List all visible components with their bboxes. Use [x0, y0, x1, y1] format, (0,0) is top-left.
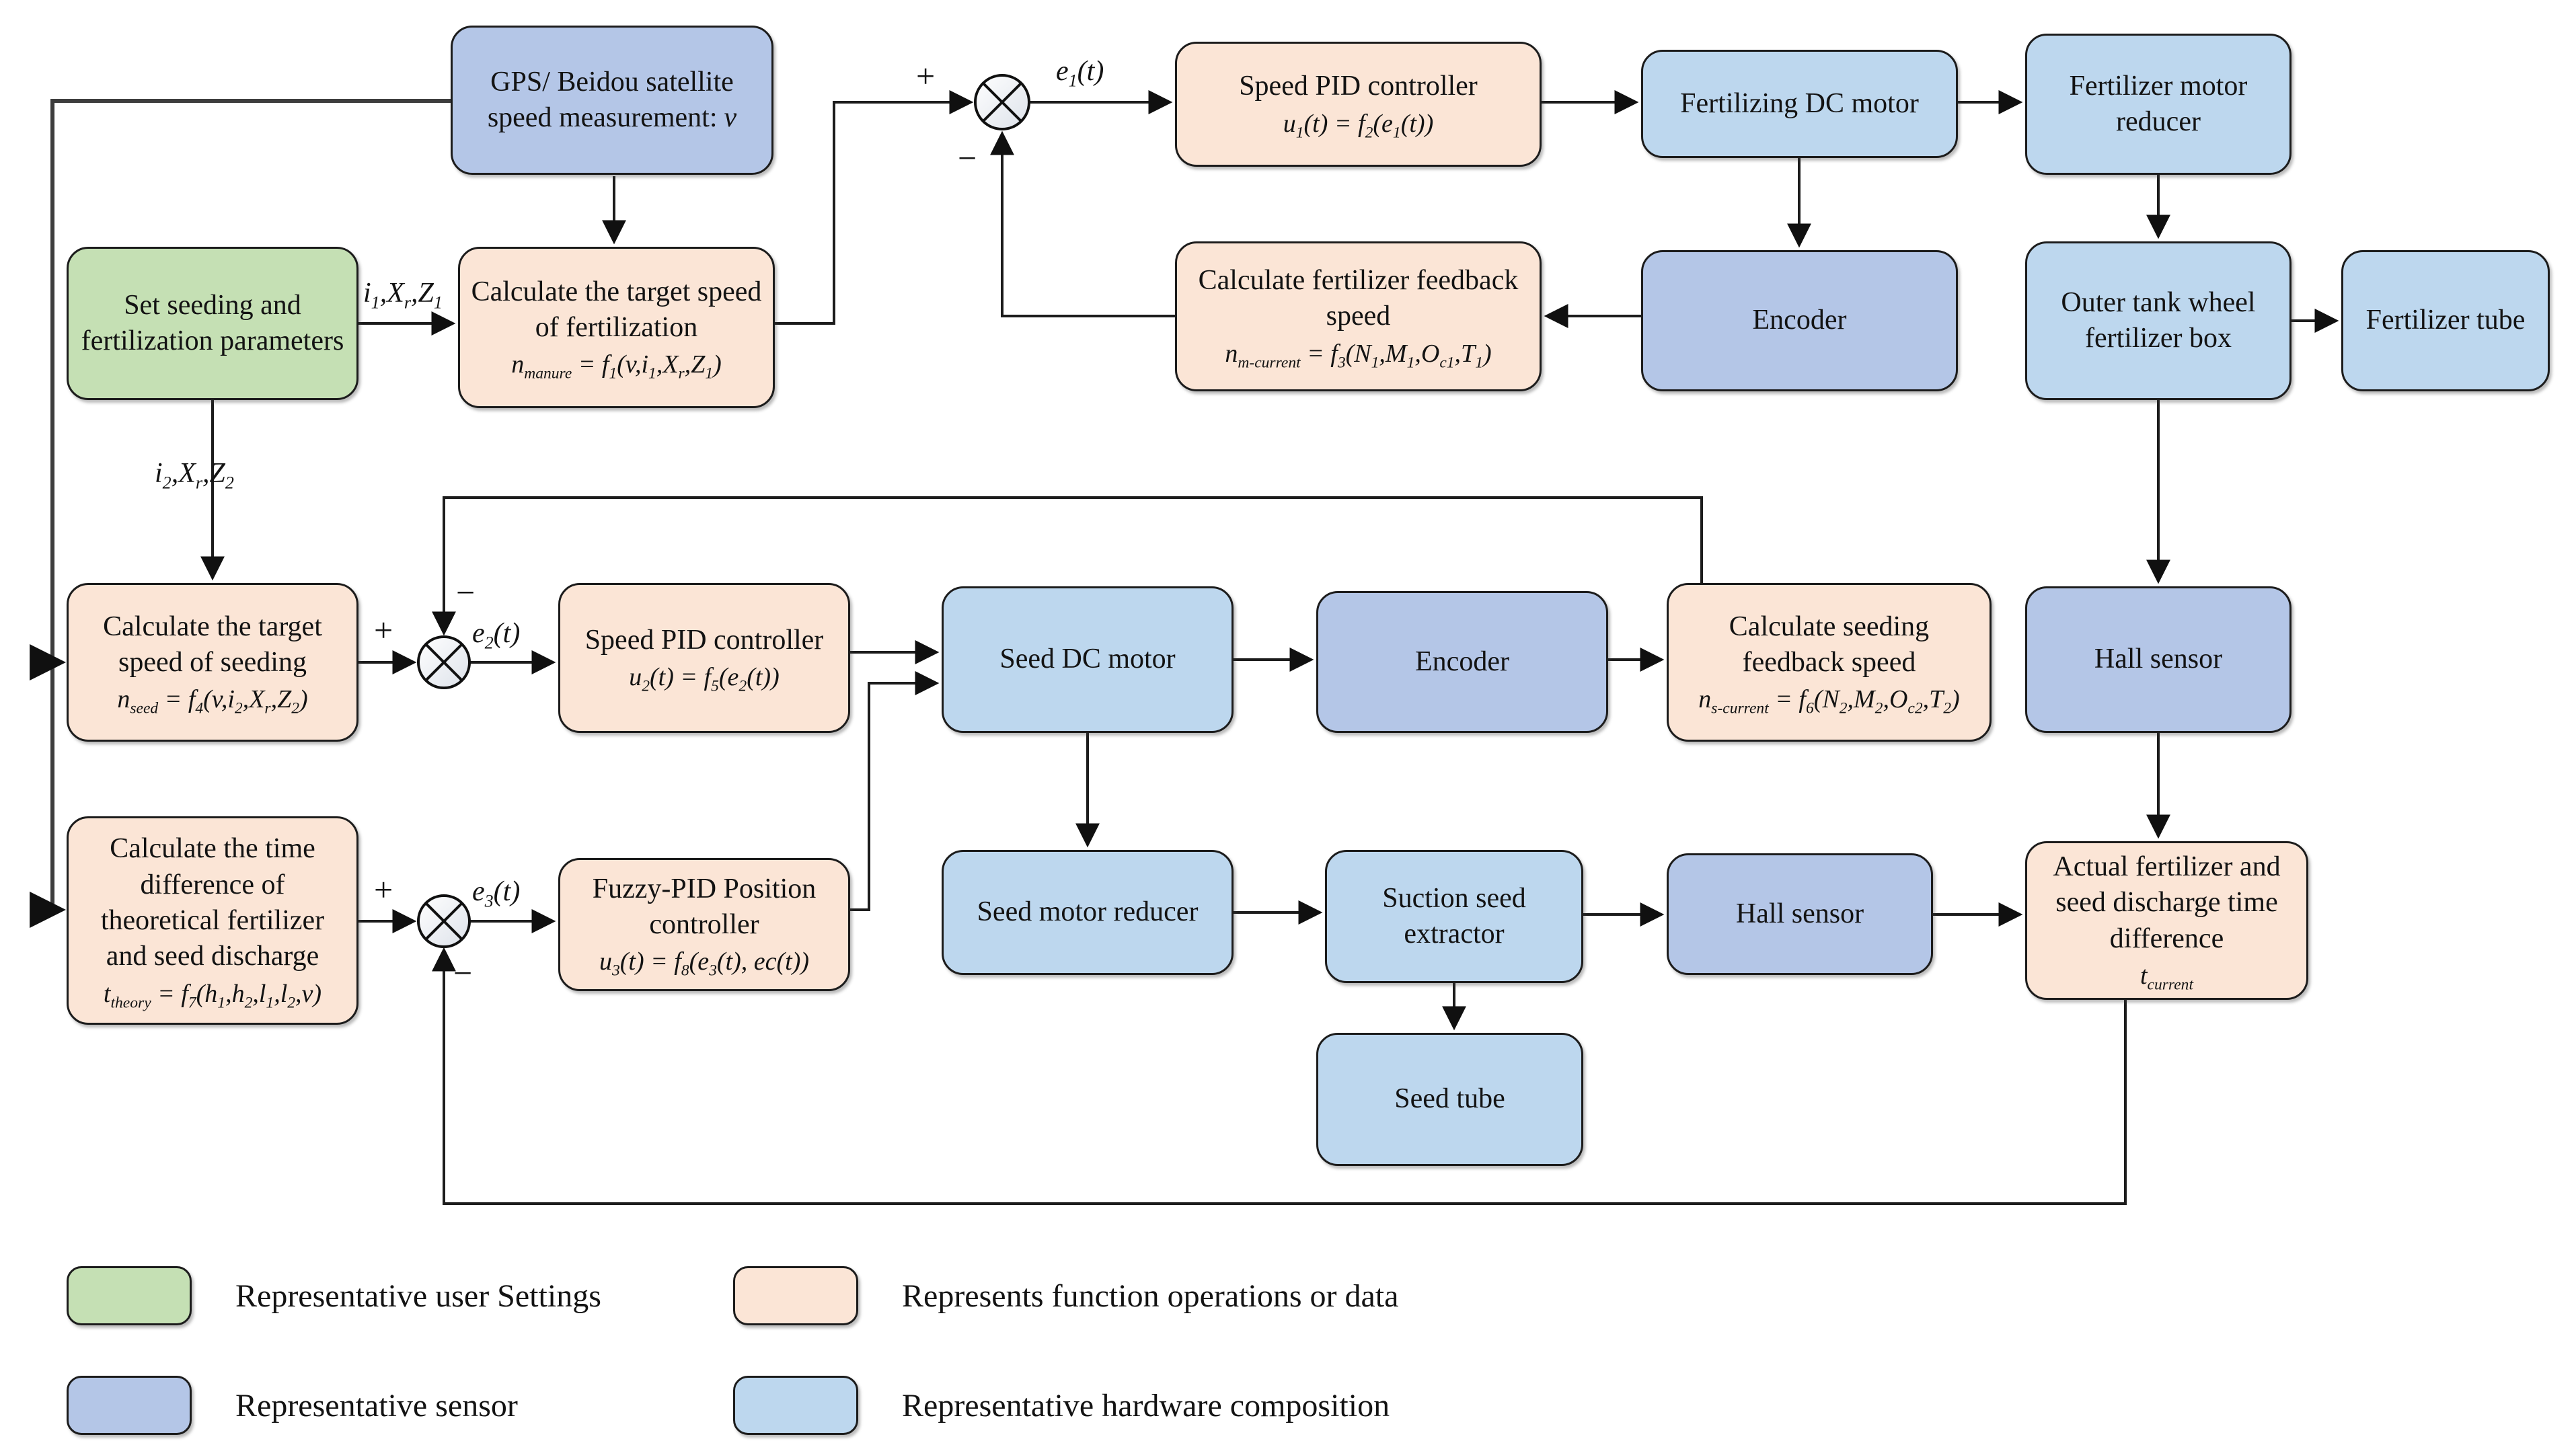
- node-calc-fertilization-target: Calculate the target speed of fertilizat…: [458, 247, 775, 408]
- edge-actual-to-sum3: [432, 947, 2127, 1205]
- node-calc-seeding-feedback: Calculate seeding feedback speed ns-curr…: [1667, 583, 1992, 742]
- node-title: Speed PID controller: [584, 624, 824, 656]
- sum1-plus-sign: +: [916, 57, 936, 95]
- sum2-plus-sign: +: [374, 611, 393, 649]
- summing-junction-2: [417, 635, 471, 689]
- node-formula: nseed = f4(v,i2,Xr,Z2): [117, 685, 308, 717]
- node-title: Seed tube: [1394, 1083, 1505, 1115]
- edge-gps-v-bus: [30, 99, 451, 928]
- node-fertilizing-dc-motor: Fertilizing DC motor: [1641, 50, 1958, 158]
- legend-label-function-data: Represents function operations or data: [902, 1278, 1399, 1314]
- summing-junction-1: [974, 74, 1030, 130]
- node-formula: u2(t) = f5(e2(t)): [629, 663, 780, 695]
- node-fertilizer-motor-reducer: Fertilizer motor reducer: [2025, 34, 2291, 175]
- node-title: Hall sensor: [2094, 644, 2223, 675]
- node-formula: ns-current = f6(N2,M2,Oc2,T2): [1698, 685, 1960, 717]
- node-encoder-1: Encoder: [1641, 250, 1958, 391]
- node-speed-pid-2: Speed PID controller u2(t) = f5(e2(t)): [558, 583, 850, 733]
- sum3-plus-sign: +: [374, 871, 393, 908]
- legend-label-hardware: Representative hardware composition: [902, 1388, 1390, 1424]
- gps-var: v: [724, 102, 737, 133]
- summing-junction-3: [417, 894, 471, 948]
- node-title: Fertilizer motor reducer: [2069, 70, 2248, 137]
- node-hall-sensor-bottom: Hall sensor: [1667, 853, 1933, 975]
- node-calc-seeding-target: Calculate the target speed of seeding ns…: [67, 583, 358, 742]
- node-title: Actual fertilizer and seed discharge tim…: [2053, 851, 2281, 954]
- node-title: Calculate the target speed of fertilizat…: [471, 276, 762, 343]
- legend-swatch-hardware: [733, 1376, 858, 1435]
- node-title: Calculate the time difference of theoret…: [100, 833, 325, 972]
- edge-label-e2: e2(t): [472, 618, 521, 653]
- node-formula: tcurrent: [2139, 961, 2193, 994]
- node-suction-seed-extractor: Suction seed extractor: [1325, 850, 1583, 983]
- node-title: Hall sensor: [1735, 898, 1864, 929]
- legend-swatch-function-data: [733, 1266, 858, 1325]
- node-fuzzy-pid-position: Fuzzy-PID Position controller u3(t) = f8…: [558, 858, 850, 991]
- legend-label-user-settings: Representative user Settings: [235, 1278, 601, 1314]
- node-outer-tank-wheel: Outer tank wheel fertilizer box: [2025, 241, 2291, 400]
- edge-calc-fert-fb-to-sum1: [990, 130, 1175, 317]
- node-calc-fertilizer-feedback: Calculate fertilizer feedback speed nm-c…: [1175, 241, 1542, 391]
- node-title: Fertilizing DC motor: [1680, 87, 1919, 119]
- node-fertilizer-tube: Fertilizer tube: [2341, 250, 2550, 391]
- node-formula: nm-current = f3(N1,M1,Oc1,T1): [1225, 339, 1492, 372]
- edge-label-e1: e1(t): [1056, 56, 1104, 91]
- edge-label-e3: e3(t): [472, 876, 521, 911]
- node-formula: u3(t) = f8(e3(t), ec(t)): [599, 947, 810, 980]
- legend-label-sensor: Representative sensor: [235, 1388, 518, 1424]
- sum2-minus-sign: −: [456, 574, 476, 611]
- sum3-minus-sign: −: [453, 954, 473, 992]
- gps-label: GPS/ Beidou satellite speed measurement:: [487, 66, 734, 133]
- edge-calc-fert-to-sum1: [775, 90, 974, 325]
- edge-label-i2: i2,Xr,Z2: [155, 458, 234, 493]
- node-formula: u1(t) = f2(e1(t)): [1283, 109, 1434, 142]
- node-title: Outer tank wheel fertilizer box: [2061, 286, 2256, 354]
- node-title: Suction seed extractor: [1382, 882, 1526, 949]
- node-title: Seed DC motor: [999, 644, 1176, 675]
- node-title: Fuzzy-PID Position controller: [592, 873, 817, 940]
- node-seed-tube: Seed tube: [1316, 1033, 1583, 1166]
- node-hall-sensor-right: Hall sensor: [2025, 586, 2291, 733]
- node-speed-pid-1: Speed PID controller u1(t) = f2(e1(t)): [1175, 42, 1542, 167]
- node-title: Encoder: [1752, 305, 1847, 336]
- node-seed-dc-motor: Seed DC motor: [942, 586, 1234, 733]
- node-calc-time-difference: Calculate the time difference of theoret…: [67, 816, 358, 1025]
- node-title: Speed PID controller: [1239, 71, 1478, 102]
- legend-swatch-sensor: [67, 1376, 192, 1435]
- node-seed-motor-reducer: Seed motor reducer: [942, 850, 1234, 975]
- node-formula: ttheory = f7(h1,h2,l1,l2,v): [103, 979, 322, 1012]
- legend-swatch-user-settings: [67, 1266, 192, 1325]
- node-set-parameters: Set seeding and fertilization parameters: [67, 247, 358, 400]
- node-formula: nmanure = f1(v,i1,Xr,Z1): [511, 350, 722, 383]
- edge-fuzzy-to-seed-motor: [850, 671, 940, 911]
- node-title: Fertilizer tube: [2365, 305, 2526, 336]
- edge-label-i1: i1,Xr,Z1: [363, 278, 443, 313]
- node-actual-time-difference: Actual fertilizer and seed discharge tim…: [2025, 841, 2308, 1000]
- node-title: Encoder: [1415, 646, 1509, 677]
- edge-calc-seed-fb-to-sum2: [432, 496, 1703, 636]
- node-title: Seed motor reducer: [977, 896, 1199, 928]
- node-encoder-2: Encoder: [1316, 591, 1608, 733]
- sum1-minus-sign: −: [958, 139, 977, 177]
- node-gps-speed: GPS/ Beidou satellite speed measurement:…: [451, 26, 773, 175]
- node-title: Calculate fertilizer feedback speed: [1198, 265, 1519, 332]
- node-title: Set seeding and fertilization parameters: [81, 289, 344, 356]
- node-title: Calculate seeding feedback speed: [1729, 611, 1930, 678]
- node-title: Calculate the target speed of seeding: [103, 611, 322, 678]
